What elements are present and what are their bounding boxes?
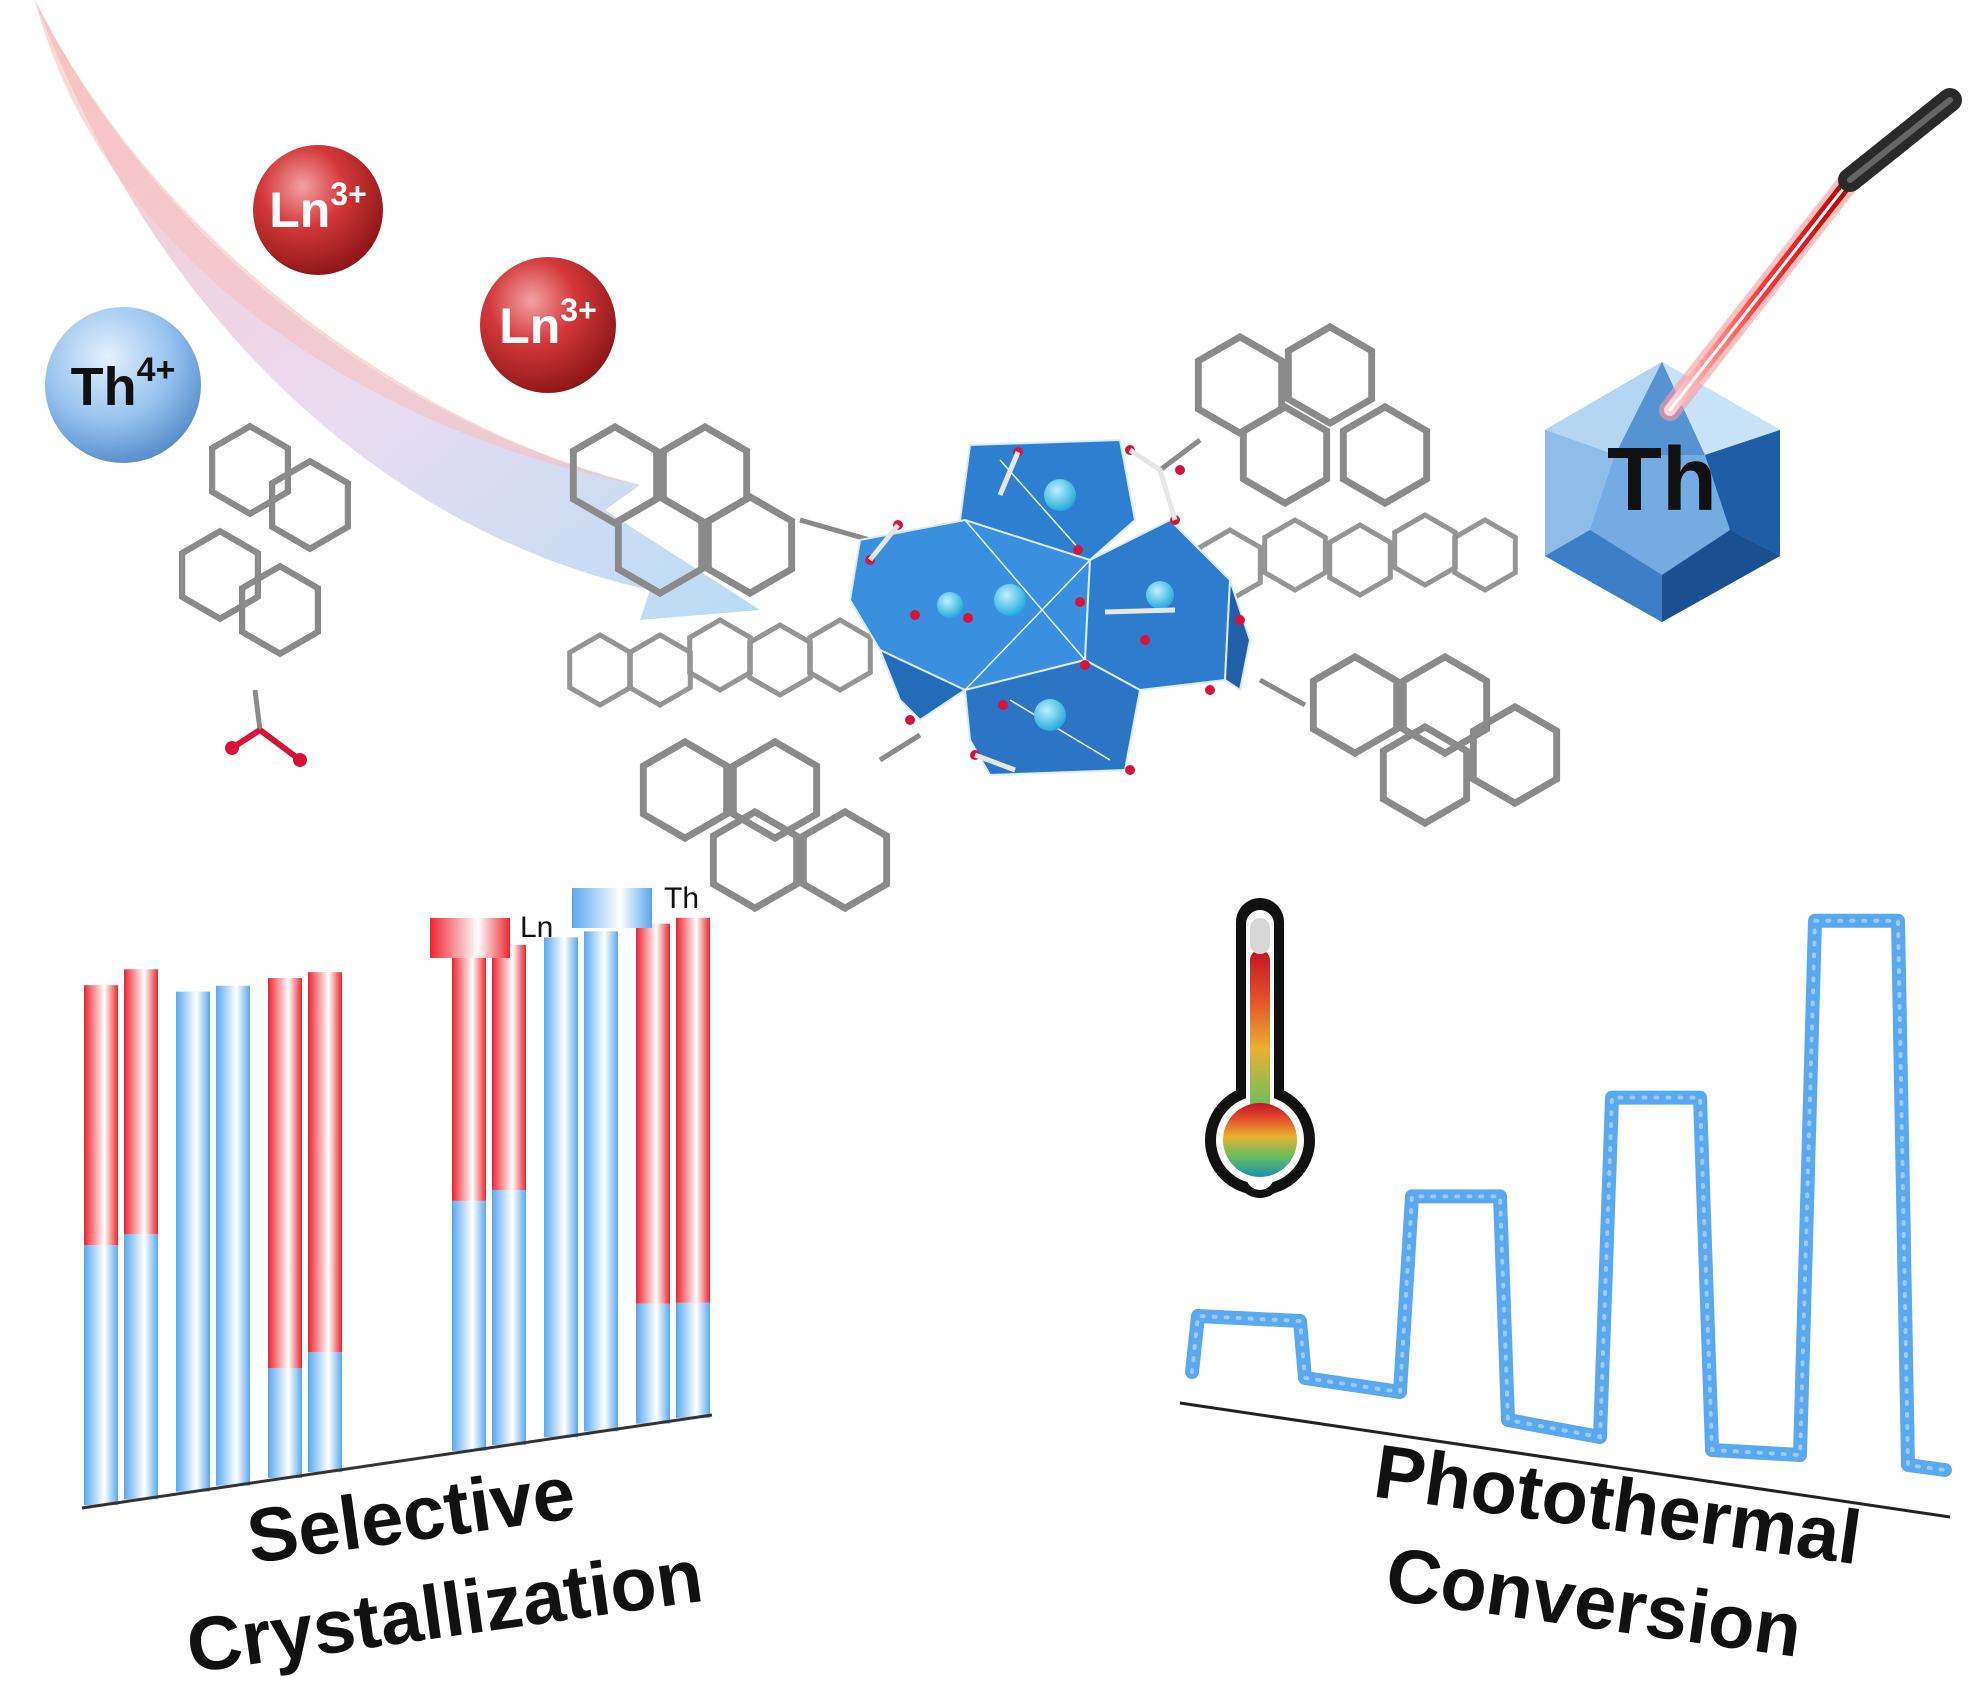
legend-ln-label: Ln (520, 911, 553, 944)
bar-th-segment (636, 1303, 670, 1424)
bar-ln-segment (492, 944, 526, 1190)
bar-th-segment (676, 1302, 710, 1418)
bar-th-segment (216, 985, 250, 1486)
bar-th-segment (84, 1245, 118, 1506)
svg-text:Ln3+: Ln3+ (269, 176, 367, 238)
bar-th-segment (268, 1368, 302, 1479)
ln-ion-middle: Ln3+ (480, 257, 616, 393)
central-cluster (570, 327, 1557, 908)
ion-symbol: Ln (269, 182, 330, 238)
selective-crystallization-chart (84, 917, 710, 1506)
bar-legend: Ln Th (430, 882, 699, 958)
ion-charge: 3+ (560, 292, 596, 328)
photothermal-axis (1179, 1401, 1951, 1519)
ligand-bottom-left (643, 732, 922, 908)
bar-th-segment (124, 1234, 158, 1500)
ion-symbol: Ln (499, 298, 560, 354)
bar-ln-segment (124, 969, 158, 1235)
bar-ln-segment (452, 950, 486, 1201)
legend-th-swatch (572, 888, 652, 928)
th-ion: Th4+ (45, 307, 201, 463)
svg-text:Th4+: Th4+ (71, 351, 176, 417)
legend-th-label: Th (664, 882, 699, 915)
ligand-top-left (573, 427, 871, 593)
ligand-stack-left (570, 620, 871, 705)
photothermal-chart (1179, 913, 1952, 1519)
free-ligand-molecule (182, 426, 348, 767)
bar-th-segment (176, 991, 210, 1492)
bar-ln-segment (268, 978, 302, 1369)
ligand-top-right (1158, 327, 1427, 503)
ion-charge: 4+ (137, 351, 176, 389)
ligand-stack-right (1200, 515, 1516, 600)
photothermal-curve-markers (1190, 918, 1947, 1472)
bar-th-segment (544, 937, 578, 1438)
bar-th-segment (452, 1200, 486, 1451)
carboxylate-bonds (868, 447, 1178, 773)
ion-symbol: Th (71, 357, 137, 417)
bar-th-segment (584, 931, 618, 1432)
photothermal-curve (1185, 913, 1952, 1477)
bar-ln-segment (676, 917, 710, 1303)
th-icosahedron: Th (1545, 362, 1780, 622)
svg-text:Ln3+: Ln3+ (499, 292, 597, 354)
thermometer-icon (1205, 898, 1315, 1198)
bar-ln-segment (308, 972, 342, 1353)
laser-pointer (1659, 88, 1962, 421)
ln-ion-top: Ln3+ (253, 145, 383, 275)
legend-ln-swatch (430, 918, 510, 958)
bar-th-segment (492, 1189, 526, 1445)
icosahedron-label: Th (1607, 430, 1717, 530)
bar-th-segment (308, 1352, 342, 1473)
ligand-bottom-right (1258, 657, 1557, 823)
bar-ln-segment (84, 985, 118, 1246)
ion-charge: 3+ (330, 176, 366, 212)
bar-ln-segment (636, 923, 670, 1304)
bar-chart-axis (81, 1413, 713, 1510)
thorium-polyhedra (848, 438, 1252, 777)
right-title: Photothermal Conversion (1369, 1429, 1866, 1674)
